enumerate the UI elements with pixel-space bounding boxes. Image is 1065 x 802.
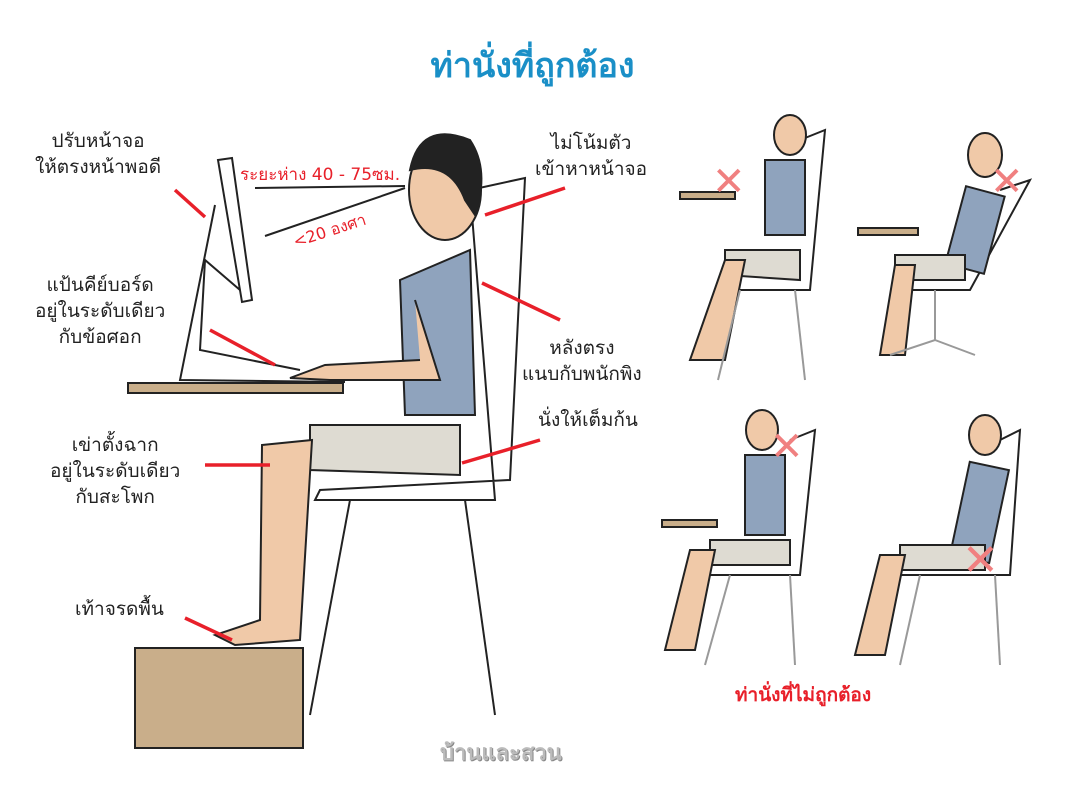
svg-text:✕: ✕ <box>990 159 1024 205</box>
label-knee: เข่าตั้งฉากอยู่ในระดับเดียวกับสะโพก <box>50 432 180 510</box>
label-line: ให้ตรงหน้าพอดี <box>35 156 162 178</box>
label-line: กับข้อศอก <box>58 326 142 348</box>
label-feet: เท้าจรดพื้น <box>75 598 164 620</box>
watermark-logo: บ้านและสวน <box>440 741 562 766</box>
label-seat: นั่งให้เต็มก้น <box>538 409 638 431</box>
wrong-figure-3: ✕ <box>661 409 817 666</box>
wrong-figure-2: ✕ <box>857 132 1033 356</box>
svg-text:✕: ✕ <box>712 159 746 205</box>
svg-text:✕: ✕ <box>962 535 999 586</box>
label-keyboard: แป้นคีย์บอร์ดอยู่ในระดับเดียวกับข้อศอก <box>35 272 165 350</box>
label-line: หลังตรง <box>549 337 615 359</box>
page-title: ท่านั่งที่ถูกต้อง <box>430 46 635 86</box>
label-line: แนบกับพนักพิง <box>522 363 642 385</box>
label-monitor: ปรับหน้าจอให้ตรงหน้าพอดี <box>35 128 161 180</box>
wrong-posture-title: ท่านั่งที่ไม่ถูกต้อง <box>735 684 872 706</box>
label-line: กับสะโพก <box>75 486 155 508</box>
label-line: ไม่โน้มตัว <box>550 132 632 154</box>
svg-text:✕: ✕ <box>770 424 804 470</box>
label-line: เข่าตั้งฉาก <box>71 434 159 456</box>
wrong-figure-4: ✕ <box>853 414 1022 666</box>
label-line: ปรับหน้าจอ <box>51 130 145 152</box>
label-line: อยู่ในระดับเดียว <box>35 300 166 322</box>
wrong-posture-figures: ✕ ✕ ✕ <box>661 114 1033 666</box>
label-back: หลังตรงแนบกับพนักพิง <box>522 335 642 387</box>
label-line: แป้นคีย์บอร์ด <box>46 274 154 296</box>
label-line: อยู่ในระดับเดียว <box>50 460 181 482</box>
label-line: เข้าหาหน้าจอ <box>535 158 648 180</box>
label-distance: ระยะห่าง 40 - 75ซม. <box>240 165 401 185</box>
wrong-figure-1: ✕ <box>679 114 827 381</box>
arrows <box>173 186 566 642</box>
label-lean: ไม่โน้มตัวเข้าหาหน้าจอ <box>535 130 647 182</box>
